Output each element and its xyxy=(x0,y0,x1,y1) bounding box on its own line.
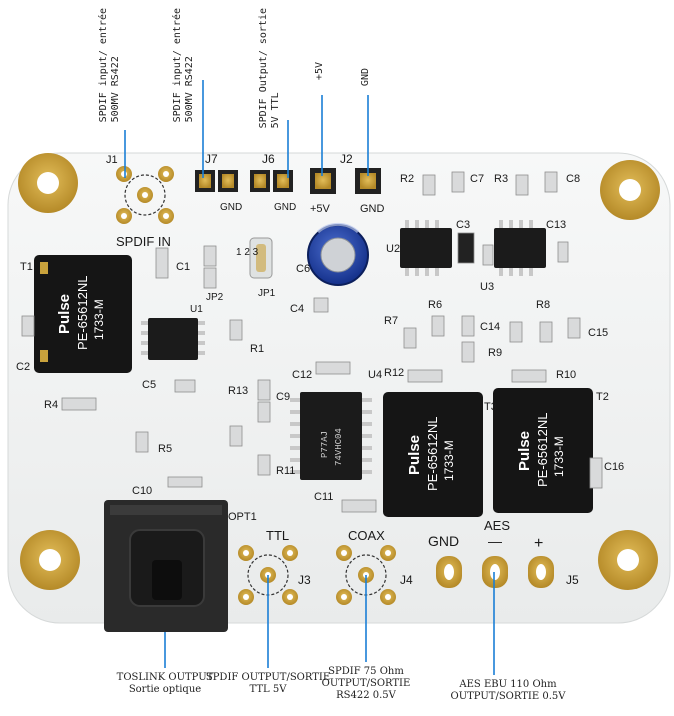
silk-plus5v: +5V xyxy=(310,203,331,215)
silk-j2: J2 xyxy=(340,152,353,166)
jp1-jumper xyxy=(249,237,273,279)
silk-spdif-in: SPDIF IN xyxy=(116,234,171,249)
svg-text:PE-65612NL: PE-65612NL xyxy=(75,276,90,350)
silk-coax: COAX xyxy=(348,528,385,543)
t2-markings: Pulse PE-65612NL 1733-M xyxy=(516,413,566,487)
svg-text:1733-M: 1733-M xyxy=(442,440,456,481)
silk-gnd-small: GND xyxy=(360,203,385,215)
silk-r2: R2 xyxy=(400,173,414,185)
u1-chip xyxy=(141,318,205,360)
silk-c3: C3 xyxy=(456,219,470,231)
silk-t1: T1 xyxy=(20,261,33,273)
label-gnd: GND xyxy=(360,68,371,87)
silk-t3: T3 xyxy=(484,401,497,413)
svg-text:PE-65612NL: PE-65612NL xyxy=(425,417,440,491)
silk-gnd-j6: GND xyxy=(274,202,296,213)
svg-text:74VHC04: 74VHC04 xyxy=(334,428,344,466)
silk-r4: R4 xyxy=(44,399,58,411)
j2-power-pads xyxy=(310,168,381,194)
t2-transformer xyxy=(493,388,593,513)
t3-markings: Pulse PE-65612NL 1733-M xyxy=(406,417,456,491)
silk-r9: R9 xyxy=(488,347,502,359)
t1-markings: Pulse PE-65612NL 1733-M xyxy=(56,276,106,350)
silk-c7: C7 xyxy=(470,173,484,185)
silk-ttl: TTL xyxy=(266,528,289,543)
silk-c13: C13 xyxy=(546,219,566,231)
silk-r1: R1 xyxy=(250,343,264,355)
silk-u4: U4 xyxy=(368,369,382,381)
silk-c6: C6 xyxy=(296,263,310,275)
silk-j7: J7 xyxy=(205,152,218,166)
silk-c10: C10 xyxy=(132,485,152,497)
silk-c12: C12 xyxy=(292,369,312,381)
silk-r11: R11 xyxy=(276,465,295,477)
silk-jp1: JP1 xyxy=(258,288,276,299)
svg-text:1733-M: 1733-M xyxy=(92,299,106,340)
mounting-holes xyxy=(18,153,660,590)
silk-j1: J1 xyxy=(106,154,118,166)
svg-text:P77AJ: P77AJ xyxy=(320,431,330,458)
silk-u3: U3 xyxy=(480,281,494,293)
silk-c16: C16 xyxy=(604,461,624,473)
silk-u2: U2 xyxy=(386,243,400,255)
silk-r7: R7 xyxy=(384,315,398,327)
svg-text:Pulse: Pulse xyxy=(406,435,423,475)
silk-c11: C11 xyxy=(314,491,333,503)
t1-transformer xyxy=(34,255,132,373)
silk-plus: + xyxy=(534,535,543,552)
silk-aes: AES xyxy=(484,518,510,533)
u4-chip xyxy=(290,392,372,480)
silk-r5: R5 xyxy=(158,443,172,455)
silk-jp2: JP2 xyxy=(206,292,224,303)
smd-components xyxy=(21,171,603,513)
svg-text:Pulse: Pulse xyxy=(56,294,73,334)
j5-aes-pads xyxy=(436,556,554,588)
silk-c4: C4 xyxy=(290,303,304,315)
silk-r6: R6 xyxy=(428,299,442,311)
silk-r10: R10 xyxy=(556,369,576,381)
svg-text:PE-65612NL: PE-65612NL xyxy=(535,413,550,487)
silk-r13: R13 xyxy=(228,385,248,397)
svg-text:Pulse: Pulse xyxy=(516,431,533,471)
u2-chip xyxy=(400,220,452,276)
silk-c15: C15 xyxy=(588,327,608,339)
toslink-connector xyxy=(104,500,228,632)
u3-chip xyxy=(494,220,546,276)
silk-minus: — xyxy=(488,533,502,549)
callout-lines xyxy=(124,80,495,675)
silk-c2: C2 xyxy=(16,361,30,373)
label-plus5v: +5V xyxy=(314,62,325,81)
silk-jp123: 1 2 3 xyxy=(236,247,259,258)
silk-r3: R3 xyxy=(494,173,508,185)
silk-gnd-j7: GND xyxy=(220,202,242,213)
svg-text:1733-M: 1733-M xyxy=(552,436,566,477)
silk-u1: U1 xyxy=(190,304,203,315)
t3-transformer xyxy=(383,392,483,517)
c6-electrolytic-capacitor xyxy=(307,222,369,286)
u4-markings: P77AJ 74VHC04 xyxy=(320,428,344,466)
silk-j5: J5 xyxy=(566,573,579,587)
silk-opt1: OPT1 xyxy=(228,511,257,523)
silk-c9: C9 xyxy=(276,391,290,403)
silk-r8: R8 xyxy=(536,299,550,311)
silk-t2: T2 xyxy=(596,391,609,403)
silk-c1: C1 xyxy=(176,261,190,273)
silk-j3: J3 xyxy=(298,573,311,587)
j1-spdif-in-footprint xyxy=(116,166,174,224)
silk-j4: J4 xyxy=(400,573,413,587)
silk-c14: C14 xyxy=(480,321,500,333)
silk-r12: R12 xyxy=(384,367,404,379)
silk-j6: J6 xyxy=(262,152,275,166)
silk-c5: C5 xyxy=(142,379,156,391)
silk-c8: C8 xyxy=(566,173,580,185)
silk-gnd: GND xyxy=(428,533,459,549)
